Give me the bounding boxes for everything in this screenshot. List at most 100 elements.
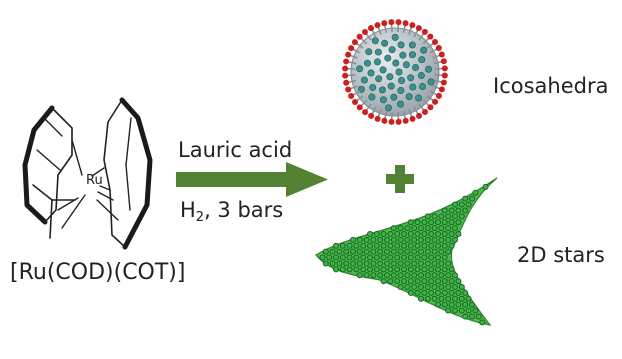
- oxygen-atom: [431, 38, 438, 45]
- star-atom: [448, 289, 455, 296]
- star-atom: [380, 254, 387, 261]
- star-atom: [482, 183, 489, 190]
- icosahedra-label: Icosahedra: [493, 74, 609, 98]
- star-atom: [431, 283, 438, 290]
- star-atom: [384, 272, 390, 279]
- star-atom: [448, 230, 455, 237]
- star-atom: [319, 254, 326, 261]
- ru-atom: [408, 51, 416, 59]
- star-atom: [424, 283, 431, 290]
- star-atom: [469, 195, 475, 202]
- gas-symbol: H: [180, 198, 196, 222]
- star-atom: [407, 289, 414, 296]
- star-atom: [394, 242, 401, 249]
- cot-ring-inner: [103, 99, 126, 248]
- oxygen-atom: [441, 72, 448, 79]
- reaction-arrow: [176, 162, 328, 197]
- star-atom: [462, 301, 469, 308]
- star-atom: [435, 278, 441, 285]
- star-atom: [370, 236, 377, 243]
- ru-atom-label: Ru: [86, 173, 103, 188]
- star-atom: [462, 313, 469, 320]
- star-atom: [472, 189, 479, 196]
- star-atom: [441, 207, 448, 214]
- star-atom: [353, 254, 360, 261]
- ru-atom: [408, 41, 416, 49]
- star-atom: [455, 207, 462, 214]
- star-atom: [455, 289, 462, 296]
- ru-atom: [357, 85, 365, 93]
- star-atom: [479, 319, 486, 326]
- star-atom: [441, 230, 448, 237]
- oxygen-atom: [409, 115, 416, 122]
- star-atom: [387, 266, 394, 273]
- star-atom: [414, 242, 421, 249]
- star-atom: [431, 225, 438, 232]
- ru-atom: [386, 73, 394, 81]
- star-atom: [448, 266, 455, 273]
- oxygen-atom: [427, 104, 434, 111]
- stars-label: 2D stars: [517, 243, 605, 267]
- star-atom: [458, 213, 465, 220]
- star-atom: [428, 219, 435, 226]
- star-atom: [322, 260, 329, 267]
- star-atom: [356, 260, 363, 267]
- star-atom: [445, 213, 452, 220]
- star-atom: [424, 213, 431, 220]
- star-atom: [431, 260, 438, 267]
- oxygen-atom: [402, 20, 409, 27]
- oxygen-atom: [421, 28, 428, 35]
- star-atom: [428, 242, 435, 249]
- star-atom: [367, 266, 373, 273]
- star-atom: [350, 260, 356, 267]
- star-atom: [455, 301, 462, 308]
- star-atom: [384, 236, 390, 243]
- oxygen-atom: [422, 108, 429, 115]
- star-atom: [404, 236, 411, 243]
- star-atom: [445, 236, 452, 243]
- oxygen-atom: [342, 72, 349, 79]
- star-atom: [339, 242, 346, 249]
- star-atom: [438, 248, 445, 255]
- ru-atom: [356, 65, 364, 73]
- ru-atom: [384, 54, 392, 62]
- reagent-label: Lauric acid: [178, 138, 293, 162]
- star-atom: [421, 230, 428, 237]
- star-atom: [458, 201, 465, 208]
- ru-atom: [427, 78, 435, 86]
- ru-atom: [397, 87, 405, 95]
- star-atom: [370, 248, 377, 255]
- oxygen-atom: [435, 92, 442, 99]
- ru-atom: [379, 96, 387, 104]
- oxygen-atom: [343, 79, 350, 86]
- ru-atom: [395, 68, 403, 76]
- star-atom: [329, 260, 336, 267]
- star-atom: [424, 248, 431, 255]
- star-atom: [455, 219, 462, 226]
- star-atom: [452, 283, 458, 290]
- star-atom: [448, 242, 455, 249]
- star-atom: [435, 301, 441, 308]
- star-atom: [384, 248, 390, 255]
- oxygen-atom: [342, 65, 349, 72]
- star-atom: [431, 213, 438, 220]
- ru-atom: [375, 75, 383, 83]
- ru-atom: [392, 59, 400, 67]
- star-atom: [333, 242, 339, 249]
- ru-atom: [425, 65, 433, 73]
- star-atom: [424, 295, 431, 302]
- star-atom: [421, 242, 428, 249]
- oxygen-atom: [374, 22, 381, 29]
- star-atom: [452, 295, 458, 302]
- oxygen-atom: [356, 33, 363, 40]
- star-atom: [367, 254, 373, 261]
- star-atom: [407, 219, 414, 226]
- oxygen-atom: [356, 104, 363, 111]
- star-atom: [418, 225, 424, 232]
- star-atom: [414, 266, 421, 273]
- oxygen-atom: [427, 33, 434, 40]
- ru-atom: [397, 41, 405, 49]
- star-atom: [448, 278, 455, 285]
- star-atom: [353, 266, 360, 273]
